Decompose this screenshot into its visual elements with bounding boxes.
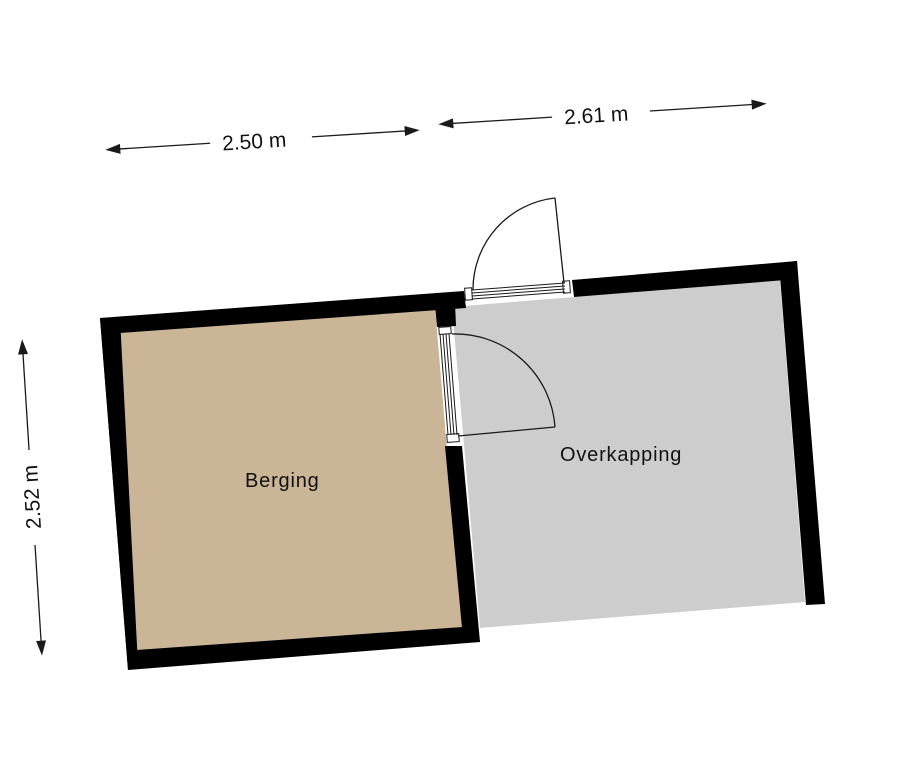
- dimension-top-right: 2.61 m: [438, 99, 767, 129]
- exterior-door-leaf: [554, 197, 565, 284]
- interior-door-swing-arc: [451, 333, 556, 428]
- room-label-overkapping: Overkapping: [560, 444, 682, 466]
- arrow-left-icon: [105, 143, 121, 154]
- arrow-up-icon: [18, 339, 29, 355]
- overkapping-walls: [572, 261, 825, 605]
- interior-door-leaf: [457, 426, 556, 437]
- arrow-right-icon: [751, 99, 767, 110]
- berging-floor: [120, 307, 462, 650]
- room-label-berging: Berging: [245, 470, 320, 492]
- dimension-label-top-left: 2.50 m: [221, 129, 287, 156]
- arrow-right-icon: [404, 126, 420, 137]
- exterior-door[interactable]: [464, 197, 571, 301]
- arrow-left-icon: [438, 118, 454, 129]
- dimension-label-left: 2.52 m: [19, 464, 46, 530]
- dimension-left: 2.52 m: [18, 339, 47, 656]
- arrow-down-icon: [36, 640, 47, 656]
- dimension-top-left: 2.50 m: [105, 126, 420, 156]
- berging-walls: [100, 291, 480, 670]
- overkapping-floor: [452, 280, 805, 628]
- dimension-label-top-right: 2.61 m: [563, 102, 629, 129]
- interior-door[interactable]: [438, 326, 556, 443]
- exterior-door-swing-arc: [472, 197, 556, 291]
